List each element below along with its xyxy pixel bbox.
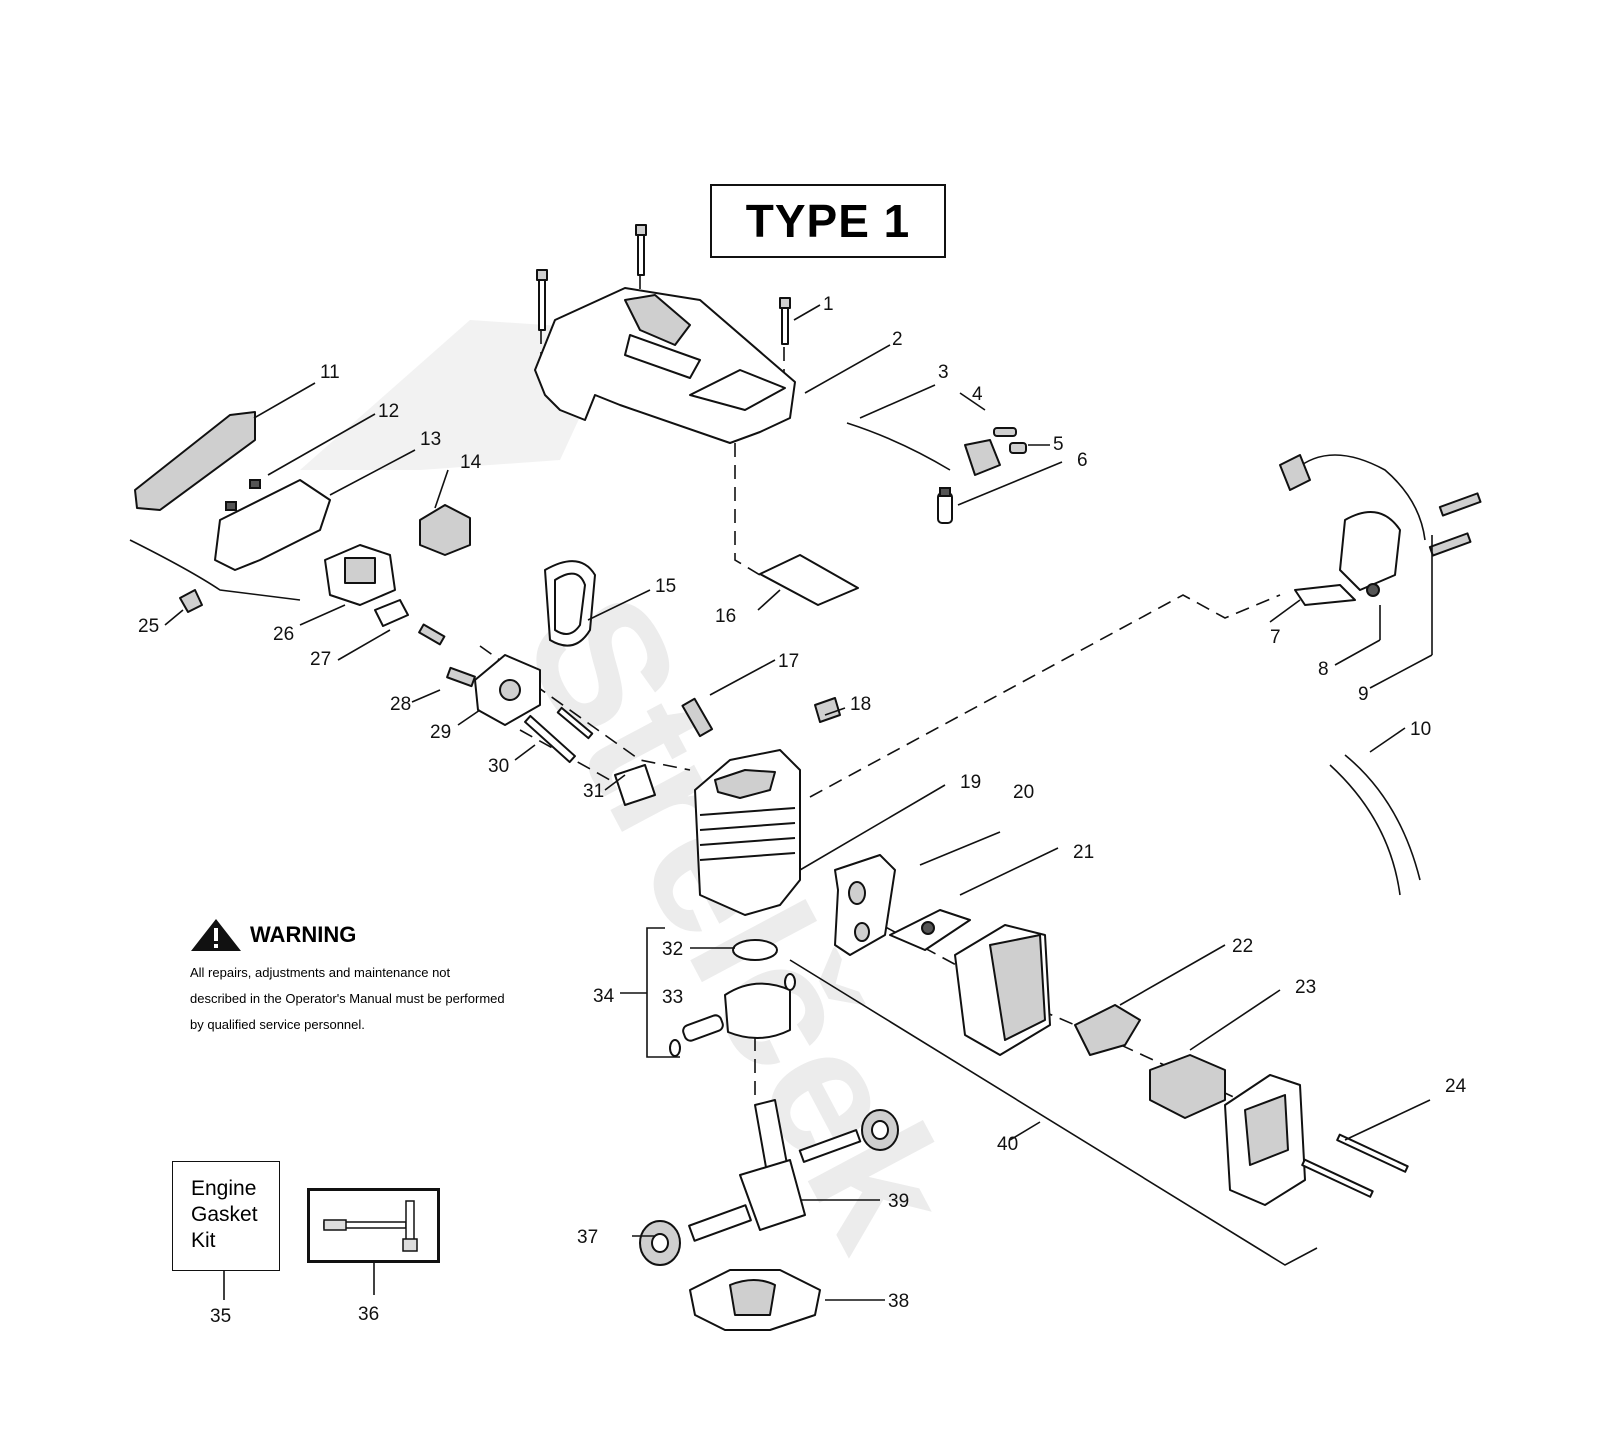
warning-heading-row: WARNING (190, 918, 530, 952)
part-intake-manifold (418, 623, 594, 764)
engine-gasket-kit-box: Engine Gasket Kit (172, 1161, 280, 1271)
part-spacer-ring (544, 560, 596, 647)
part-crankcase-half (689, 1269, 821, 1331)
callout-16: 16 (715, 606, 736, 627)
part-piston-group (669, 939, 796, 1057)
callout-2: 2 (892, 329, 903, 350)
callout-18: 18 (850, 694, 871, 715)
callout-5: 5 (1053, 434, 1064, 455)
tool-wrench-icon (323, 1200, 418, 1252)
warning-triangle-icon (191, 919, 241, 951)
callout-12: 12 (378, 401, 399, 422)
callout-28: 28 (390, 694, 411, 715)
part-muffler-body (954, 924, 1051, 1056)
callout-33: 33 (662, 987, 683, 1008)
part-ignition-module (1279, 454, 1482, 606)
part-muffler-bolts (1301, 1133, 1409, 1198)
part-cylinder (694, 749, 801, 916)
callout-14: 14 (460, 452, 482, 473)
leader-lines (164, 304, 1433, 1301)
callout-10: 10 (1410, 719, 1431, 740)
part-screws (536, 224, 791, 345)
callout-21: 21 (1073, 842, 1094, 863)
part-bearing (639, 1220, 681, 1266)
engine-gasket-kit-label: Engine Gasket Kit (191, 1177, 258, 1252)
callout-6: 6 (1077, 450, 1088, 471)
type-label: TYPE 1 (745, 195, 911, 247)
callout-26: 26 (273, 624, 294, 645)
callout-9: 9 (1358, 684, 1369, 705)
callout-39: 39 (888, 1191, 909, 1212)
part-carb-gasket (374, 599, 409, 627)
callout-23: 23 (1295, 977, 1316, 998)
warning-heading: WARNING (250, 922, 357, 947)
warning-text: All repairs, adjustments and maintenance… (190, 965, 505, 1032)
part-carburetor (324, 544, 396, 606)
callout-7: 7 (1270, 627, 1281, 648)
part-muffler-gasket (889, 909, 971, 951)
part-heat-shield (834, 854, 896, 956)
part-crankshaft (688, 1099, 899, 1242)
callout-37: 37 (577, 1227, 598, 1248)
part-decal (759, 554, 859, 606)
part-spark-plug (681, 697, 841, 738)
part-top-cover (534, 287, 796, 444)
type-label-box: TYPE 1 (710, 184, 946, 258)
callout-8: 8 (1318, 659, 1329, 680)
callout-25: 25 (138, 616, 159, 637)
callout-13: 13 (420, 429, 441, 450)
callout-40: 40 (997, 1134, 1018, 1155)
tool-box (307, 1188, 440, 1263)
callout-27: 27 (310, 649, 331, 670)
callout-15: 15 (655, 576, 676, 597)
part-throttle-bracket (129, 479, 331, 601)
callout-11: 11 (320, 362, 340, 383)
callout-22: 22 (1232, 936, 1253, 957)
callout-labels: 1 2 3 4 5 6 7 8 9 10 11 12 13 14 15 16 1… (138, 294, 1467, 1327)
callout-36: 36 (358, 1304, 379, 1325)
callout-20: 20 (1013, 782, 1034, 803)
callout-1: 1 (823, 294, 834, 315)
part-wire-harness (1329, 754, 1421, 896)
part-fuel-line-group (846, 422, 1027, 524)
callout-31: 31 (583, 781, 604, 802)
callout-19: 19 (960, 772, 981, 793)
part-intake-boot (419, 504, 471, 556)
part-air-filter-cover (134, 411, 256, 511)
part-spark-arrestor-plate (1074, 1004, 1141, 1056)
callout-29: 29 (430, 722, 451, 743)
part-spark-arrestor-screen (1149, 1054, 1226, 1119)
warning-notice: WARNING All repairs, adjustments and mai… (190, 918, 530, 1038)
bracket-lines (620, 927, 1318, 1266)
callout-4: 4 (972, 384, 983, 405)
callout-35: 35 (210, 1306, 231, 1327)
callout-24: 24 (1445, 1076, 1467, 1097)
part-muffler-cover (1224, 1074, 1306, 1206)
callout-30: 30 (488, 756, 509, 777)
callout-3: 3 (938, 362, 949, 383)
callout-34: 34 (593, 986, 615, 1007)
callout-32: 32 (662, 939, 683, 960)
part-grommet (179, 589, 203, 613)
callout-17: 17 (778, 651, 799, 672)
callout-38: 38 (888, 1291, 909, 1312)
